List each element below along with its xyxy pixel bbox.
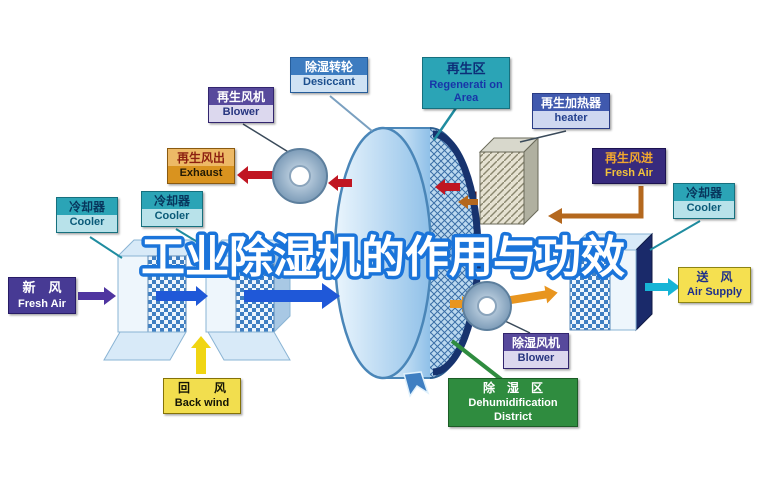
label-regen-fresh-air-zh: 再生风进: [604, 151, 653, 165]
label-air-supply-en: Air Supply: [686, 286, 742, 299]
process-arrow-2: [244, 283, 340, 309]
regen-out-arrow-1: [328, 175, 352, 191]
label-dehumid-blower: 除湿风机 Blower: [503, 333, 569, 369]
label-connectors: [89, 95, 701, 382]
label-cooler-inner-zh: 冷却器: [142, 192, 202, 210]
label-dehumid-district: 除 湿 区 Dehumidification District: [448, 378, 578, 427]
label-regen-blower-zh: 再生风机: [209, 88, 273, 106]
label-air-supply-zh: 送 风: [696, 270, 733, 284]
supply-arrow-2: [504, 285, 558, 305]
label-desiccant-en: Desiccant: [291, 75, 367, 92]
regen-inlet-duct: [560, 186, 644, 219]
label-back-wind-en: Back wind: [174, 397, 230, 410]
label-dehumid-district-en: Dehumidification District: [468, 397, 558, 423]
supply-fan: [462, 281, 512, 331]
regen-inlet-arrowhead: [548, 208, 562, 224]
fresh-air-arrow: [78, 287, 116, 305]
label-regen-area: 再生区 Regenerati on Area: [422, 57, 510, 109]
label-dehumid-blower-zh: 除湿风机: [504, 334, 568, 352]
label-regen-heater-zh: 再生加热器: [533, 94, 609, 112]
label-cooler-outer-en: Cooler: [57, 215, 117, 232]
label-cooler-inner-en: Cooler: [142, 209, 202, 226]
label-regen-heater: 再生加热器 heater: [532, 93, 610, 129]
label-fresh-air-en: Fresh Air: [18, 297, 66, 310]
rotor-ribbon: [403, 371, 430, 398]
label-cooler-inner: 冷却器 Cooler: [141, 191, 203, 227]
page-title: 工业除湿机的作用与功效: [141, 233, 625, 282]
label-exhaust-en: Exhaust: [168, 166, 234, 183]
regen-hot-arrow: [435, 179, 460, 195]
label-regen-blower: 再生风机 Blower: [208, 87, 274, 123]
return-air-arrow: [191, 336, 211, 374]
label-cooler-right-zh: 冷却器: [674, 184, 734, 202]
supply-cooler-unit: [568, 232, 654, 332]
label-desiccant: 除湿转轮 Desiccant: [290, 57, 368, 93]
label-dehumid-district-zh: 除 湿 区: [482, 381, 543, 395]
label-cooler-right: 冷却器 Cooler: [673, 183, 735, 219]
label-regen-area-en: Regenerati on Area: [429, 78, 503, 104]
label-regen-blower-en: Blower: [209, 105, 273, 122]
process-arrow-1: [156, 286, 208, 306]
label-regen-area-zh: 再生区: [446, 61, 486, 76]
label-cooler-outer-zh: 冷却器: [57, 198, 117, 216]
label-exhaust-zh: 再生风出: [168, 149, 234, 167]
label-cooler-right-en: Cooler: [674, 201, 734, 218]
label-fresh-air: 新 风 Fresh Air: [8, 277, 76, 314]
label-regen-heater-en: heater: [533, 111, 609, 128]
label-fresh-air-zh: 新 风: [22, 280, 62, 295]
label-back-wind: 回 风 Back wind: [163, 378, 241, 414]
label-regen-fresh-air-en: Fresh Air: [605, 167, 653, 180]
label-exhaust: 再生风出 Exhaust: [167, 148, 235, 184]
label-air-supply: 送 风 Air Supply: [678, 267, 751, 303]
label-cooler-outer: 冷却器 Cooler: [56, 197, 118, 233]
label-dehumid-blower-en: Blower: [504, 351, 568, 368]
label-back-wind-zh: 回 风: [177, 381, 226, 395]
regen-fan: [272, 148, 328, 204]
label-regen-fresh-air: 再生风进 Fresh Air: [592, 148, 666, 184]
exhaust-arrow: [237, 166, 276, 184]
label-desiccant-zh: 除湿转轮: [291, 58, 367, 76]
air-supply-arrow: [645, 278, 680, 296]
heater-to-rotor-arrow: [458, 195, 478, 209]
